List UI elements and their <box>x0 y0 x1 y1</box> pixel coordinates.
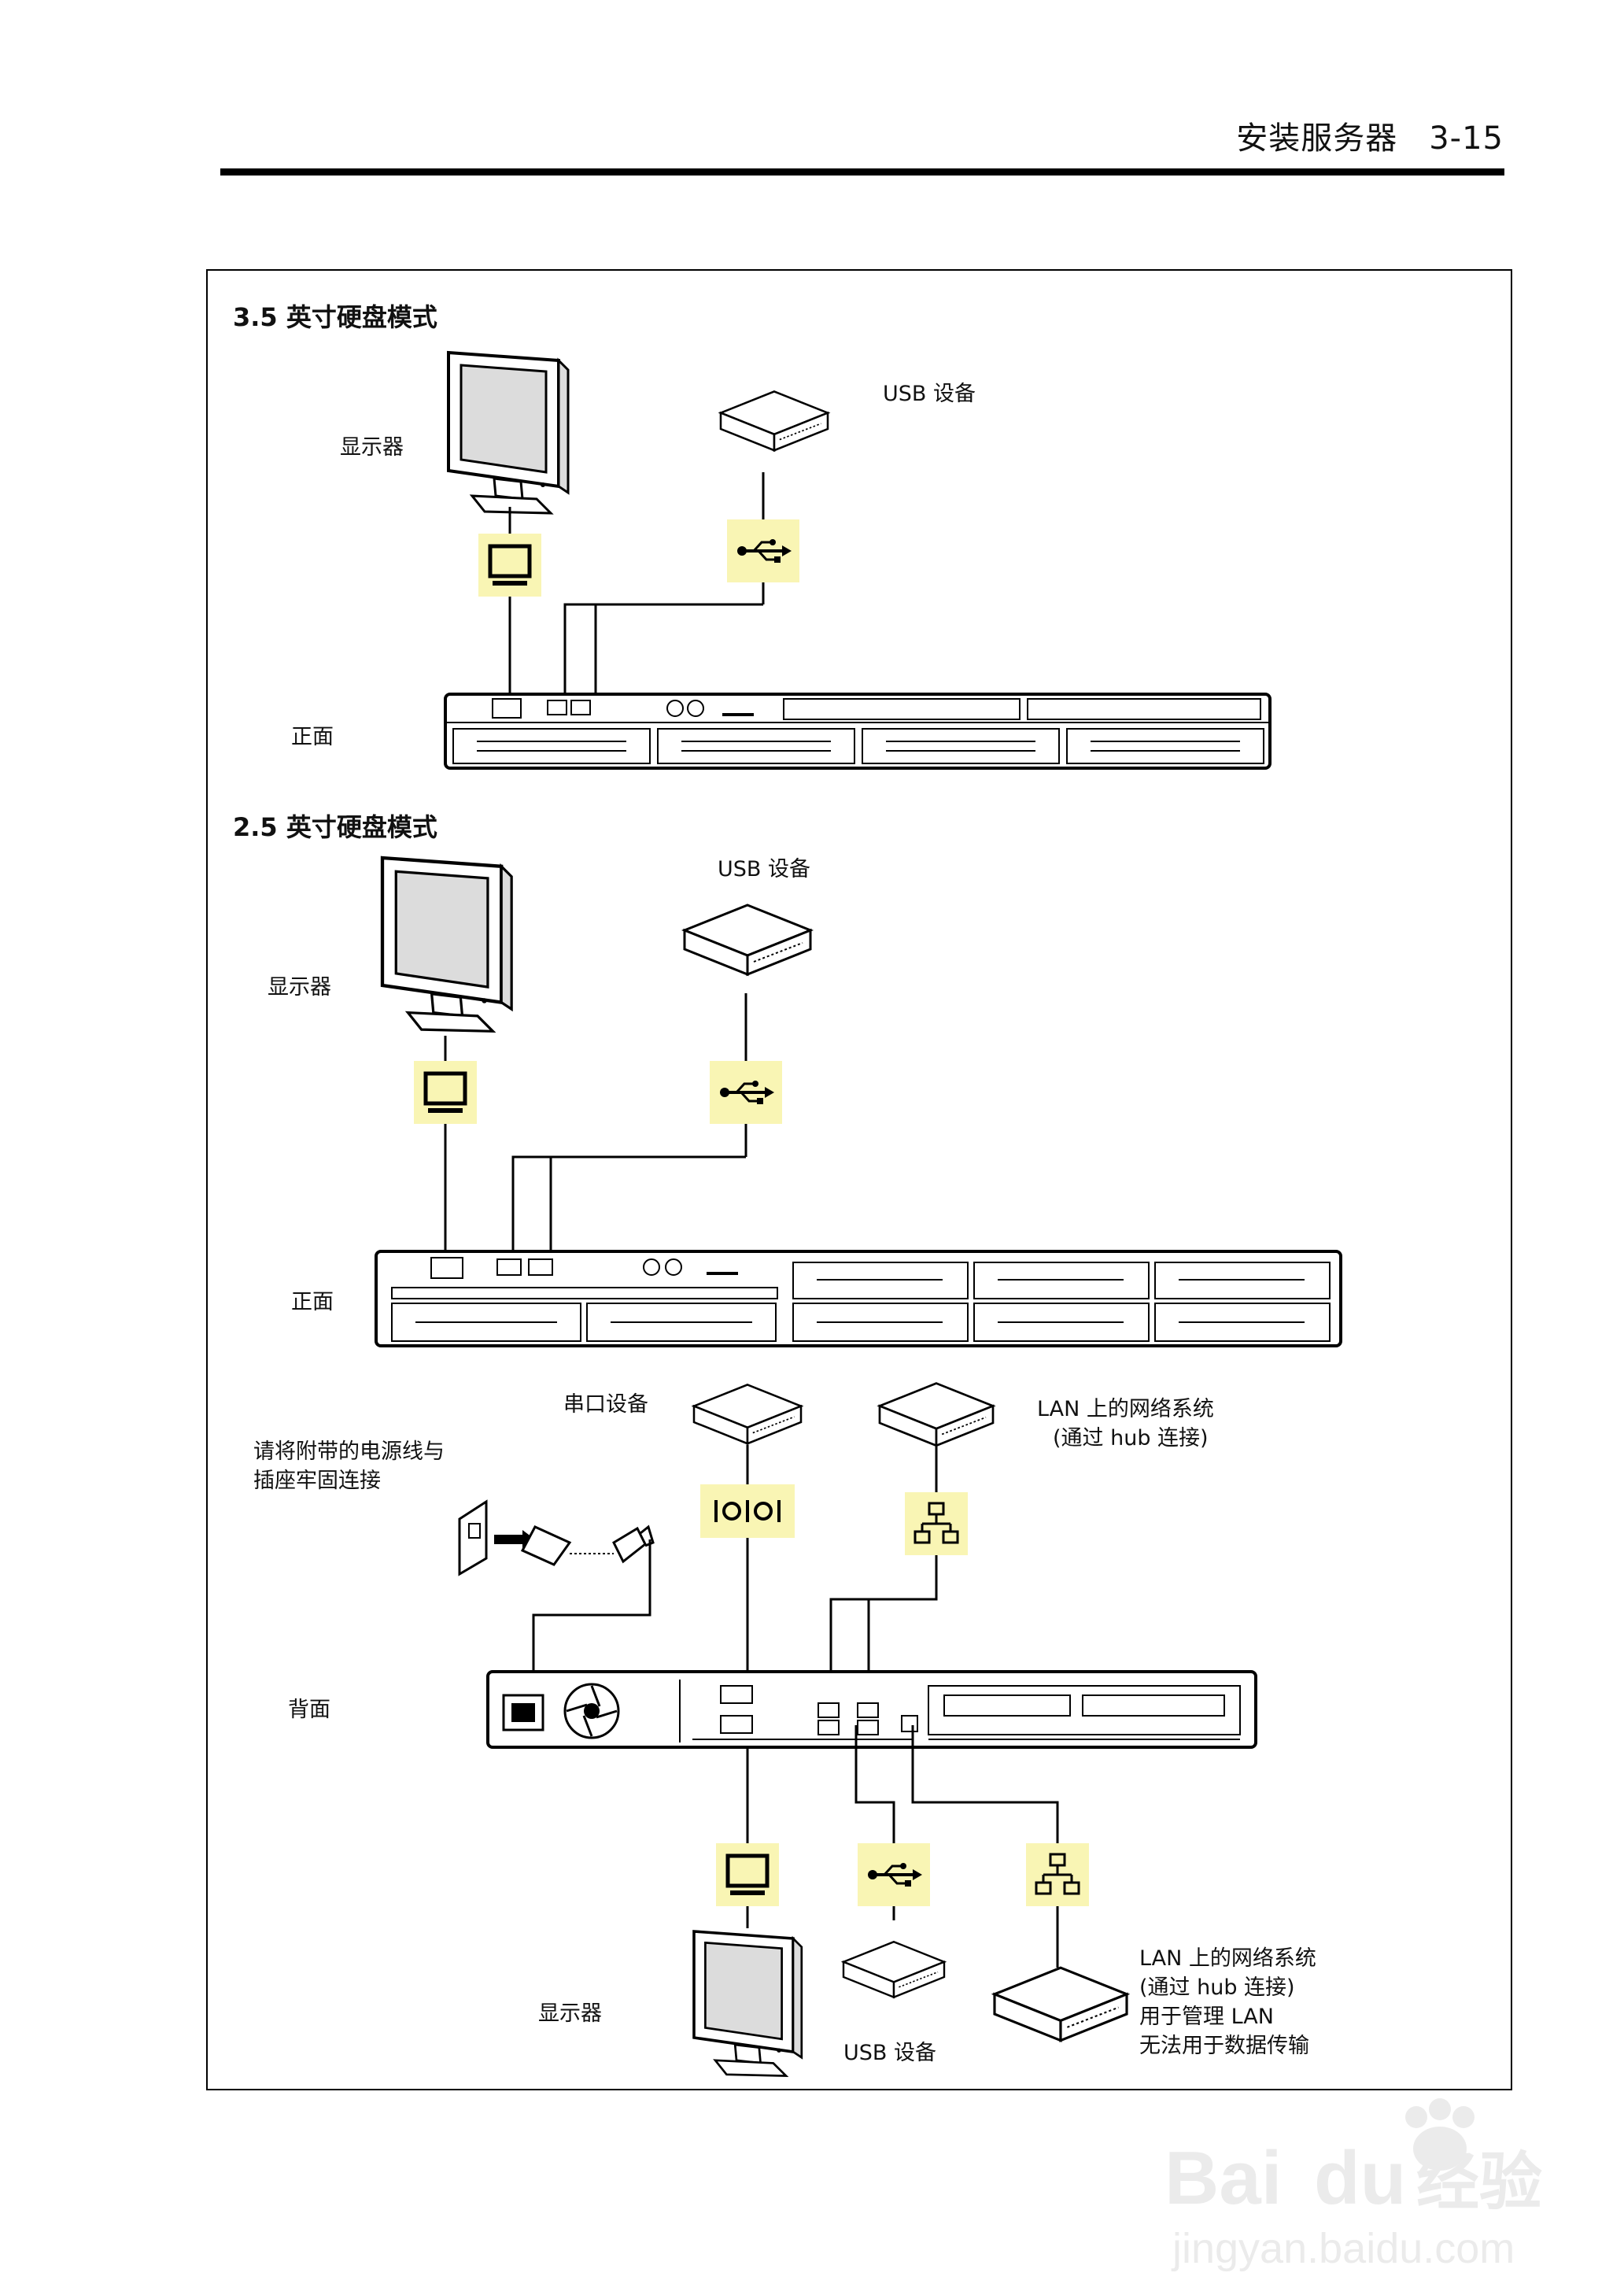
svg-text:jingyan.baidu.com: jingyan.baidu.com <box>1171 2225 1515 2272</box>
monitor-label-35: 显示器 <box>340 435 404 460</box>
section-25-diagram <box>375 858 1342 2078</box>
page-header: 安装服务器 3-15 <box>0 0 1624 189</box>
lan-top-line1: LAN 上的网络系统 <box>1037 1397 1214 1421</box>
lan-device-top <box>878 1382 995 1447</box>
usb-device-rear <box>842 1940 946 1998</box>
lan-top-line2: (通过 hub 连接) <box>1053 1426 1209 1451</box>
lan-mgmt-label: LAN 上的网络系统 (通过 hub 连接) 用于管理 LAN 无法用于数据传输 <box>1139 1944 1316 2060</box>
usb-device-25 <box>683 904 812 976</box>
serial-device <box>692 1384 803 1445</box>
usb-icon <box>725 518 801 584</box>
rear-label: 背面 <box>288 1698 330 1722</box>
network-icon <box>903 1491 969 1557</box>
lan-mgmt-line2: (通过 hub 连接) <box>1139 1975 1295 2000</box>
section-35-title: 3.5 英寸硬盘模式 <box>233 302 437 332</box>
lan-top-label: LAN 上的网络系统 (通过 hub 连接) <box>1037 1395 1214 1453</box>
serial-port-icon <box>699 1483 796 1539</box>
serial-device-label: 串口设备 <box>563 1392 648 1417</box>
monitor-icon <box>414 1061 477 1124</box>
power-note-line2: 插座牢固连接 <box>253 1469 381 1493</box>
section-35-diagram <box>444 351 1272 770</box>
usb-icon <box>856 1842 932 1908</box>
monitor-drawing-25 <box>382 858 511 1031</box>
svg-text:Bai: Bai <box>1164 2136 1282 2220</box>
power-note-line1: 请将附带的电源线与 <box>253 1439 445 1464</box>
usb-label-35: USB 设备 <box>883 382 976 406</box>
network-icon <box>1024 1842 1091 1908</box>
monitor-icon <box>716 1843 779 1906</box>
monitor-drawing-35 <box>447 351 570 515</box>
svg-text:du: du <box>1314 2136 1406 2220</box>
header-page-number: 3-15 <box>1429 120 1504 157</box>
monitor-icon <box>478 534 541 597</box>
section-25-title: 2.5 英寸硬盘模式 <box>233 812 437 842</box>
rear-panel <box>486 1670 1257 1749</box>
power-outlet-and-plug <box>458 1499 655 1702</box>
power-note-label: 请将附带的电源线与 插座牢固连接 <box>253 1437 445 1495</box>
lan-mgmt-line4: 无法用于数据传输 <box>1139 2034 1309 2058</box>
header-title: 安装服务器 <box>1236 120 1398 157</box>
front-panel-25 <box>375 1250 1342 1347</box>
lan-mgmt-line1: LAN 上的网络系统 <box>1139 1946 1316 1971</box>
monitor-drawing-rear <box>692 1930 803 2078</box>
rear-usb-label: USB 设备 <box>843 2041 937 2065</box>
diagram-frame <box>206 269 1512 2090</box>
baidu-watermark: Bai du 经验 jingyan.baidu.com <box>1164 2098 1542 2272</box>
header-rule <box>220 168 1504 176</box>
monitor-label-25: 显示器 <box>268 975 331 1000</box>
lan-mgmt-device <box>993 1966 1128 2042</box>
lan-mgmt-line3: 用于管理 LAN <box>1139 2005 1274 2029</box>
usb-device-35 <box>719 390 829 452</box>
rear-monitor-label: 显示器 <box>538 2001 602 2026</box>
usb-label-25: USB 设备 <box>718 857 811 881</box>
header-text: 安装服务器 3-15 <box>1236 113 1504 158</box>
front-label-35: 正面 <box>291 725 334 749</box>
front-label-25: 正面 <box>291 1290 334 1314</box>
usb-icon <box>708 1059 784 1125</box>
svg-text:经验: 经验 <box>1416 2145 1542 2219</box>
front-panel-35 <box>444 693 1272 770</box>
